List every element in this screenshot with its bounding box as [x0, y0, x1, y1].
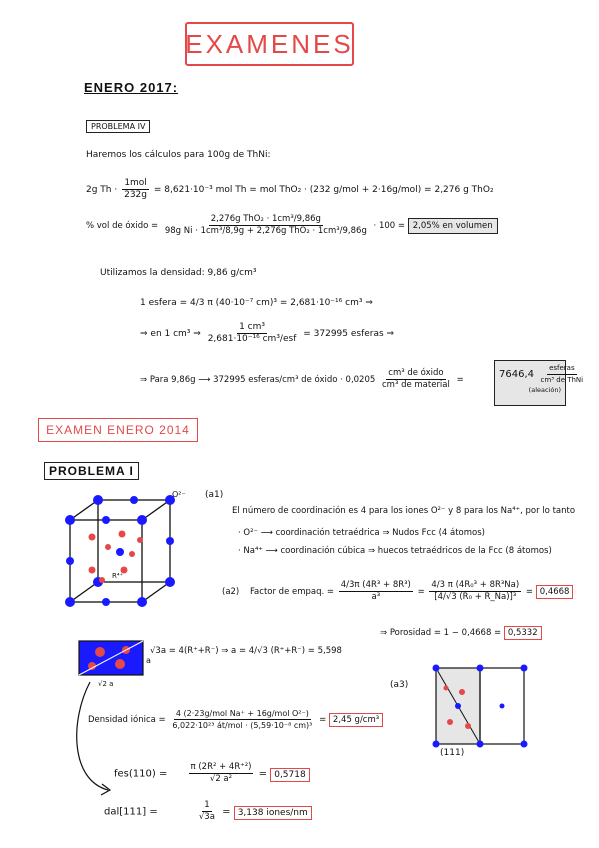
numerator: cm³ de óxido: [386, 368, 446, 380]
result-box: 2,45 g/cm³: [328, 713, 384, 727]
part-label: (a3): [390, 680, 409, 690]
text-line: Haremos los cálculos para 100g de ThNi:: [86, 150, 271, 160]
plane-label: (111): [440, 748, 465, 758]
text: 4/3 π (40·10⁻⁷ cm)³ = 2,681·10⁻¹⁶ cm³ ⇒: [190, 298, 373, 308]
text: ⇒ Porosidad = 1 − 0,4668 =: [380, 628, 502, 638]
calc-line: √3a = 4(R⁺+R⁻) ⇒ a = 4/√3 (R⁺+R⁻) = 5,59…: [150, 646, 342, 656]
text: fes(110) =: [114, 768, 168, 780]
numerator: esferas: [547, 363, 577, 375]
side-label: a: [146, 656, 151, 665]
calc-line: ⇒ Porosidad = 1 − 0,4668 = 0,5332: [380, 626, 542, 640]
value: 7646,4: [499, 369, 534, 380]
text: 2g Th ·: [86, 185, 118, 195]
part-label: (a1): [205, 490, 224, 500]
numerator: 1 cm³: [237, 322, 267, 334]
calc-line: Densidad iónica = 4 (2·23g/mol Na⁺ + 16g…: [88, 708, 384, 731]
result-box: 0,4668: [535, 585, 574, 599]
problem-label-iv: PROBLEMA IV: [86, 120, 151, 133]
plane-111-sketch: [432, 664, 528, 748]
calc-line: fes(110) = π (2R² + 4R⁺²)√2 a² = 0,5718: [114, 762, 310, 785]
text: = 372995 esferas ⇒: [303, 329, 395, 339]
calc-line: 1 esfera = 4/3 π (40·10⁻⁷ cm)³ = 2,681·1…: [140, 298, 373, 308]
denominator: 232g: [124, 190, 148, 200]
arrow-icon: [76, 681, 112, 796]
denominator: √2 a²: [209, 774, 233, 784]
denominator: 98g Ni · 1cm³/8,9g + 2,276g ThO₂ · 1cm³/…: [164, 226, 367, 236]
denominator: 2,681·10⁻¹⁶ cm³/esf: [207, 334, 297, 344]
text: dal[111] =: [104, 806, 158, 818]
bullet-item: · Na⁴⁺ ⟶ coordinación cúbica ⇒ huecos te…: [238, 546, 552, 556]
calc-line: dal[111] = 1√3a = 3,138 iones/nm: [104, 800, 312, 823]
fraction: 4/3π (4R³ + 8R³)a³: [338, 580, 413, 603]
section-title: EXAMEN ENERO 2014: [46, 423, 190, 437]
denominator: 6,022·10²³ át/mol · (5,59·10⁻⁸ cm)³: [172, 721, 313, 730]
ion-label: R⁴⁺: [112, 572, 124, 580]
result-box: 0,5332: [503, 626, 542, 640]
denominator: cm³ de ThNi: [540, 376, 584, 384]
text: · 100 =: [373, 221, 405, 231]
part-label: (a2): [222, 587, 240, 597]
result-box: 3,138 iones/nm: [233, 805, 312, 820]
section-heading-2017: ENERO 2017:: [84, 80, 179, 95]
numerator: 1mol: [122, 178, 149, 190]
denominator: a³: [371, 592, 381, 602]
side-label: √2 a: [98, 680, 114, 688]
text: Factor de empaq. =: [249, 587, 335, 597]
numerator: π (2R² + 4R⁺²): [188, 762, 254, 774]
bullet-item: · O²⁻ ⟶ coordinación tetraédrica ⇒ Nudos…: [238, 528, 485, 538]
calc-line: ⇒ Para 9,86g ⟶ 372995 esferas/cm³ de óxi…: [140, 368, 464, 391]
plane-110-sketch: [78, 640, 144, 676]
text: =: [456, 375, 464, 385]
problem-label-i: PROBLEMA I: [44, 462, 139, 480]
page-title: EXAMENES: [185, 28, 354, 59]
numerator: 1: [202, 800, 212, 812]
text: 1 esfera =: [140, 298, 188, 308]
calc-line: % vol de óxido = 2,276g ThO₂ · 1cm³/9,86…: [86, 214, 498, 237]
title-box: EXAMENES: [185, 22, 354, 66]
denominator: [4/√3 (R₀ + R_Na)]³: [434, 592, 517, 602]
fraction: 4 (2·23g/mol Na⁺ + 16g/mol O²⁻)6,022·10²…: [170, 708, 314, 731]
text: ⇒ en 1 cm³ ⇒: [140, 329, 201, 339]
text: % vol de óxido =: [86, 221, 159, 231]
denominator: √3a: [198, 812, 215, 822]
calc-line: (a2) Factor de empaq. = 4/3π (4R³ + 8R³)…: [222, 580, 574, 603]
fraction: 4/3 π (4R₀³ + 8R³Na)[4/√3 (R₀ + R_Na)]³: [429, 580, 522, 603]
text-line: El número de coordinación es 4 para los …: [232, 506, 576, 516]
numerator: 4 (2·23g/mol Na⁺ + 16g/mol O²⁻): [173, 709, 311, 720]
text-line: Utilizamos la densidad: 9,86 g/cm³: [100, 268, 257, 278]
numerator: 4/3π (4R³ + 8R³): [338, 580, 413, 592]
note: (aleación): [528, 386, 561, 394]
numerator: 4/3 π (4R₀³ + 8R³Na): [429, 580, 522, 592]
text: ⇒ Para 9,86g ⟶ 372995 esferas/cm³ de óxi…: [140, 375, 376, 385]
crystal-cube-diagram: [65, 495, 175, 607]
fraction: 1√3a: [197, 800, 217, 823]
numerator: 2,276g ThO₂ · 1cm³/9,86g: [208, 214, 323, 226]
fraction: π (2R² + 4R⁺²)√2 a²: [188, 762, 254, 785]
text: Densidad iónica =: [88, 715, 166, 725]
result-box: 2,05% en volumen: [407, 218, 498, 234]
ion-label: O²⁻: [172, 490, 186, 499]
result-box: 0,5718: [270, 767, 310, 782]
text: = 8,621·10⁻³ mol Th = mol ThO₂ · (232 g/…: [153, 185, 494, 195]
denominator: cm³ de material: [382, 380, 450, 390]
section-heading-2014: EXAMEN ENERO 2014: [38, 418, 198, 442]
